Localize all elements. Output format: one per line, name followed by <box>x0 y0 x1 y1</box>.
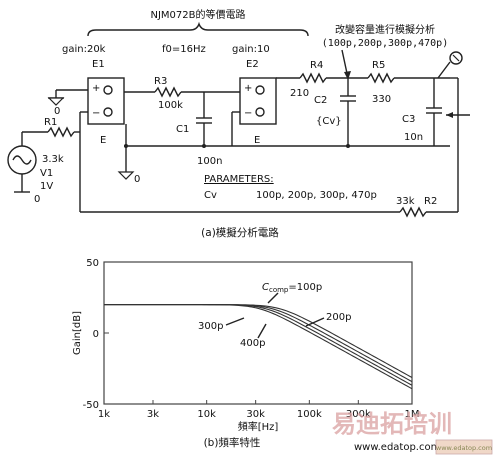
x-tick-label: 300k <box>346 409 371 420</box>
e1-name: E1 <box>92 59 105 70</box>
v1-value: 1V <box>40 181 53 192</box>
y-tick-label: 0 <box>93 329 99 340</box>
r4-resistor <box>299 72 327 84</box>
chart-xlabel: 頻率[Hz] <box>238 420 279 433</box>
node-dot <box>202 144 206 148</box>
e2-name: E2 <box>246 59 259 70</box>
gnd-label-e1: 0 <box>54 106 60 117</box>
brace-label: NJM072B的等價電路 <box>150 8 245 21</box>
ccomp-prefix: C <box>262 282 269 293</box>
r5-value: 330 <box>372 94 391 105</box>
r5-resistor <box>367 72 395 84</box>
r4-value: 210 <box>290 88 309 99</box>
watermark-logo-text: www.edatop.com <box>436 444 492 452</box>
watermark: 易迪拓培训 www.edatop.com www.edatop.com <box>332 410 493 455</box>
gnd-triangle <box>47 97 65 106</box>
note-line1: 改變容量進行模擬分析 <box>335 23 435 36</box>
caption-a: (a)模擬分析電路 <box>201 226 279 239</box>
r5-name: R5 <box>372 60 385 71</box>
e2-plus-node <box>255 85 265 95</box>
s300-leader <box>225 317 245 326</box>
watermark-logo <box>435 439 493 455</box>
e2-plus: + <box>244 83 252 94</box>
x-tick-label: 1M <box>405 409 420 420</box>
gain2-label: gain:10 <box>232 44 270 55</box>
r4-name: R4 <box>310 60 323 71</box>
annotation-200p: 200p <box>326 312 351 323</box>
pointer-head <box>446 112 453 118</box>
watermark-site: www.edatop.com <box>354 442 440 453</box>
r1-value: 3.3k <box>42 154 64 165</box>
r2-value: 33k <box>396 196 415 207</box>
r3-resistor <box>154 86 182 98</box>
e1-block <box>87 77 125 125</box>
x-tick-label: 10k <box>197 409 216 420</box>
y-tick-label: 50 <box>86 258 99 269</box>
note-line2: (100p,200p,300p,470p) <box>322 38 448 49</box>
annotation-300p: 300p <box>198 321 223 332</box>
c3-value: 10n <box>404 132 423 143</box>
ccomp-value: =100p <box>288 282 322 293</box>
e1-plus: + <box>92 83 100 94</box>
probe-icon <box>449 51 463 65</box>
c2-name: C2 <box>314 95 327 106</box>
frequency-response-chart: 50 0 -50 1k 3k 10k 30k 100k 300k 1M Gain[dB] 頻率[… <box>72 258 420 433</box>
parameters-name: Cv <box>204 190 217 201</box>
gnd-label-v1: 0 <box>34 194 40 205</box>
x-tick-label: 3k <box>147 409 159 420</box>
r3-value: 100k <box>158 100 183 111</box>
f0-label: f0=16Hz <box>162 44 206 55</box>
annotation-400p: 400p <box>240 338 265 349</box>
note-arrow-head <box>344 71 351 80</box>
c2-value: {Cv} <box>316 116 342 127</box>
c1-name: C1 <box>176 124 189 135</box>
r1-name: R1 <box>44 117 57 128</box>
s200-leader <box>305 317 325 327</box>
e1-body: E <box>100 135 106 146</box>
x-ticks: 1k 3k 10k 30k 100k 300k 1M <box>98 400 420 420</box>
series-group <box>104 304 413 390</box>
parameters-values: 100p, 200p, 300p, 470p <box>256 190 377 201</box>
v1-source <box>7 132 37 193</box>
r1-resistor <box>47 126 75 138</box>
r2-name: R2 <box>424 196 437 207</box>
e2-body: E <box>254 135 260 146</box>
watermark-brand: 易迪拓培训 <box>332 410 452 438</box>
x-tick-label: 100k <box>297 409 322 420</box>
v1-name: V1 <box>40 168 53 179</box>
x-tick-label: 1k <box>98 409 110 420</box>
chart-ylabel: Gain[dB] <box>72 311 83 355</box>
e1-minus: − <box>92 108 100 119</box>
gnd-triangle <box>117 171 135 180</box>
c3-name: C3 <box>402 114 415 125</box>
s400-leader <box>257 323 267 339</box>
y-ticks: 50 0 -50 <box>83 258 109 411</box>
gain1-label: gain:20k <box>62 44 106 55</box>
e2-block <box>239 77 277 125</box>
e1-minus-node <box>103 107 113 117</box>
y-tick-label: -50 <box>83 400 99 411</box>
r2-resistor <box>399 206 427 218</box>
e2-minus: − <box>244 108 252 119</box>
caption-b: (b)頻率特性 <box>204 436 261 449</box>
e1-plus-node <box>103 85 113 95</box>
njm072b-brace: NJM072B的等價電路 <box>87 8 309 37</box>
ccomp-sub: comp <box>269 286 289 294</box>
x-tick-label: 30k <box>246 409 265 420</box>
chart-frame <box>103 261 413 405</box>
probe-mark <box>452 54 460 62</box>
series-line-4 <box>104 304 413 390</box>
probe-wire <box>437 61 451 79</box>
annotation-ccomp: Ccomp=100p <box>262 282 322 294</box>
r3-name: R3 <box>154 76 167 87</box>
c1-value: 100n <box>197 156 222 167</box>
gnd-label-bus: 0 <box>134 174 140 185</box>
e2-minus-node <box>255 107 265 117</box>
ccomp-leader <box>267 292 279 304</box>
parameters-title: PARAMETERS: <box>204 174 274 185</box>
